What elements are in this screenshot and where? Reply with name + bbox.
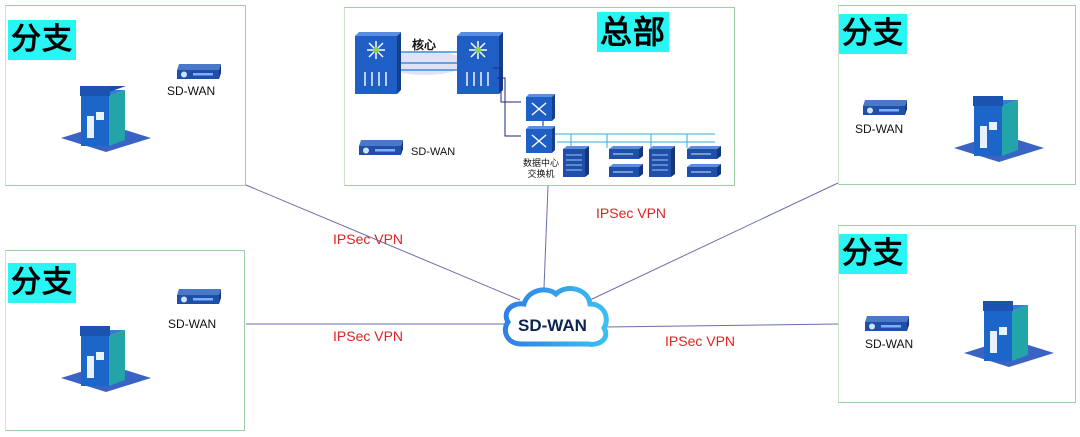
sd-wan-device-icon <box>177 64 221 79</box>
dc-switch-icon <box>526 94 555 153</box>
sd-wan-device-icon <box>863 100 907 115</box>
branch-title: 分支 <box>8 263 76 303</box>
storage-unit-icon <box>609 146 643 177</box>
server-rack-icon <box>563 146 589 177</box>
dc-switch-label-line1: 数据中心 <box>522 158 559 168</box>
branch-title: 分支 <box>8 20 76 60</box>
vpn-label-upper-right: IPSec VPN <box>596 205 667 221</box>
device-label: SD-WAN <box>865 337 914 351</box>
branch-building-icon <box>61 326 151 392</box>
vpn-label-upper-left: IPSec VPN <box>333 231 404 247</box>
branch-box-top-right: 分支 SD-WAN <box>838 5 1076 185</box>
hq-title: 总部 <box>597 12 670 52</box>
hq-box: 总部 核心 <box>344 7 735 186</box>
link-top-right <box>589 182 839 301</box>
cloud-label: SD-WAN <box>518 316 587 335</box>
core-switch-diagram <box>355 32 503 94</box>
dc-switch-label-line2: 交换机 <box>527 169 555 179</box>
sd-wan-device-icon <box>865 316 909 331</box>
device-label: SD-WAN <box>855 122 904 136</box>
vpn-label-lower-left: IPSec VPN <box>333 328 404 344</box>
branch-building-icon <box>964 301 1054 367</box>
branch-title: 分支 <box>839 14 907 54</box>
branch-box-bottom-right: 分支 SD-WAN <box>838 225 1076 403</box>
core-label: 核心 <box>412 38 437 52</box>
sd-wan-device-icon <box>177 289 221 304</box>
storage-unit-icon <box>687 146 721 177</box>
hq-wiring <box>493 67 715 148</box>
dc-switch-label: 数据中心 交换机 <box>521 158 561 180</box>
device-label: SD-WAN <box>167 84 216 98</box>
vpn-label-lower-right: IPSec VPN <box>665 333 736 349</box>
device-label: SD-WAN <box>411 146 456 158</box>
link-hq <box>543 185 549 289</box>
branch-box-bottom-left: 分支 SD-WAN <box>5 250 245 431</box>
branch-box-top-left: 分支 SD-WAN <box>5 5 246 186</box>
device-label: SD-WAN <box>168 317 217 331</box>
link-bottom-right <box>604 323 839 328</box>
branch-title: 分支 <box>839 234 907 274</box>
sd-wan-cloud-icon <box>502 286 609 347</box>
server-rack-icon <box>649 146 675 177</box>
sd-wan-device-icon <box>359 140 403 155</box>
link-top-left <box>245 184 521 301</box>
branch-building-icon <box>61 86 151 152</box>
branch-building-icon <box>954 96 1044 162</box>
